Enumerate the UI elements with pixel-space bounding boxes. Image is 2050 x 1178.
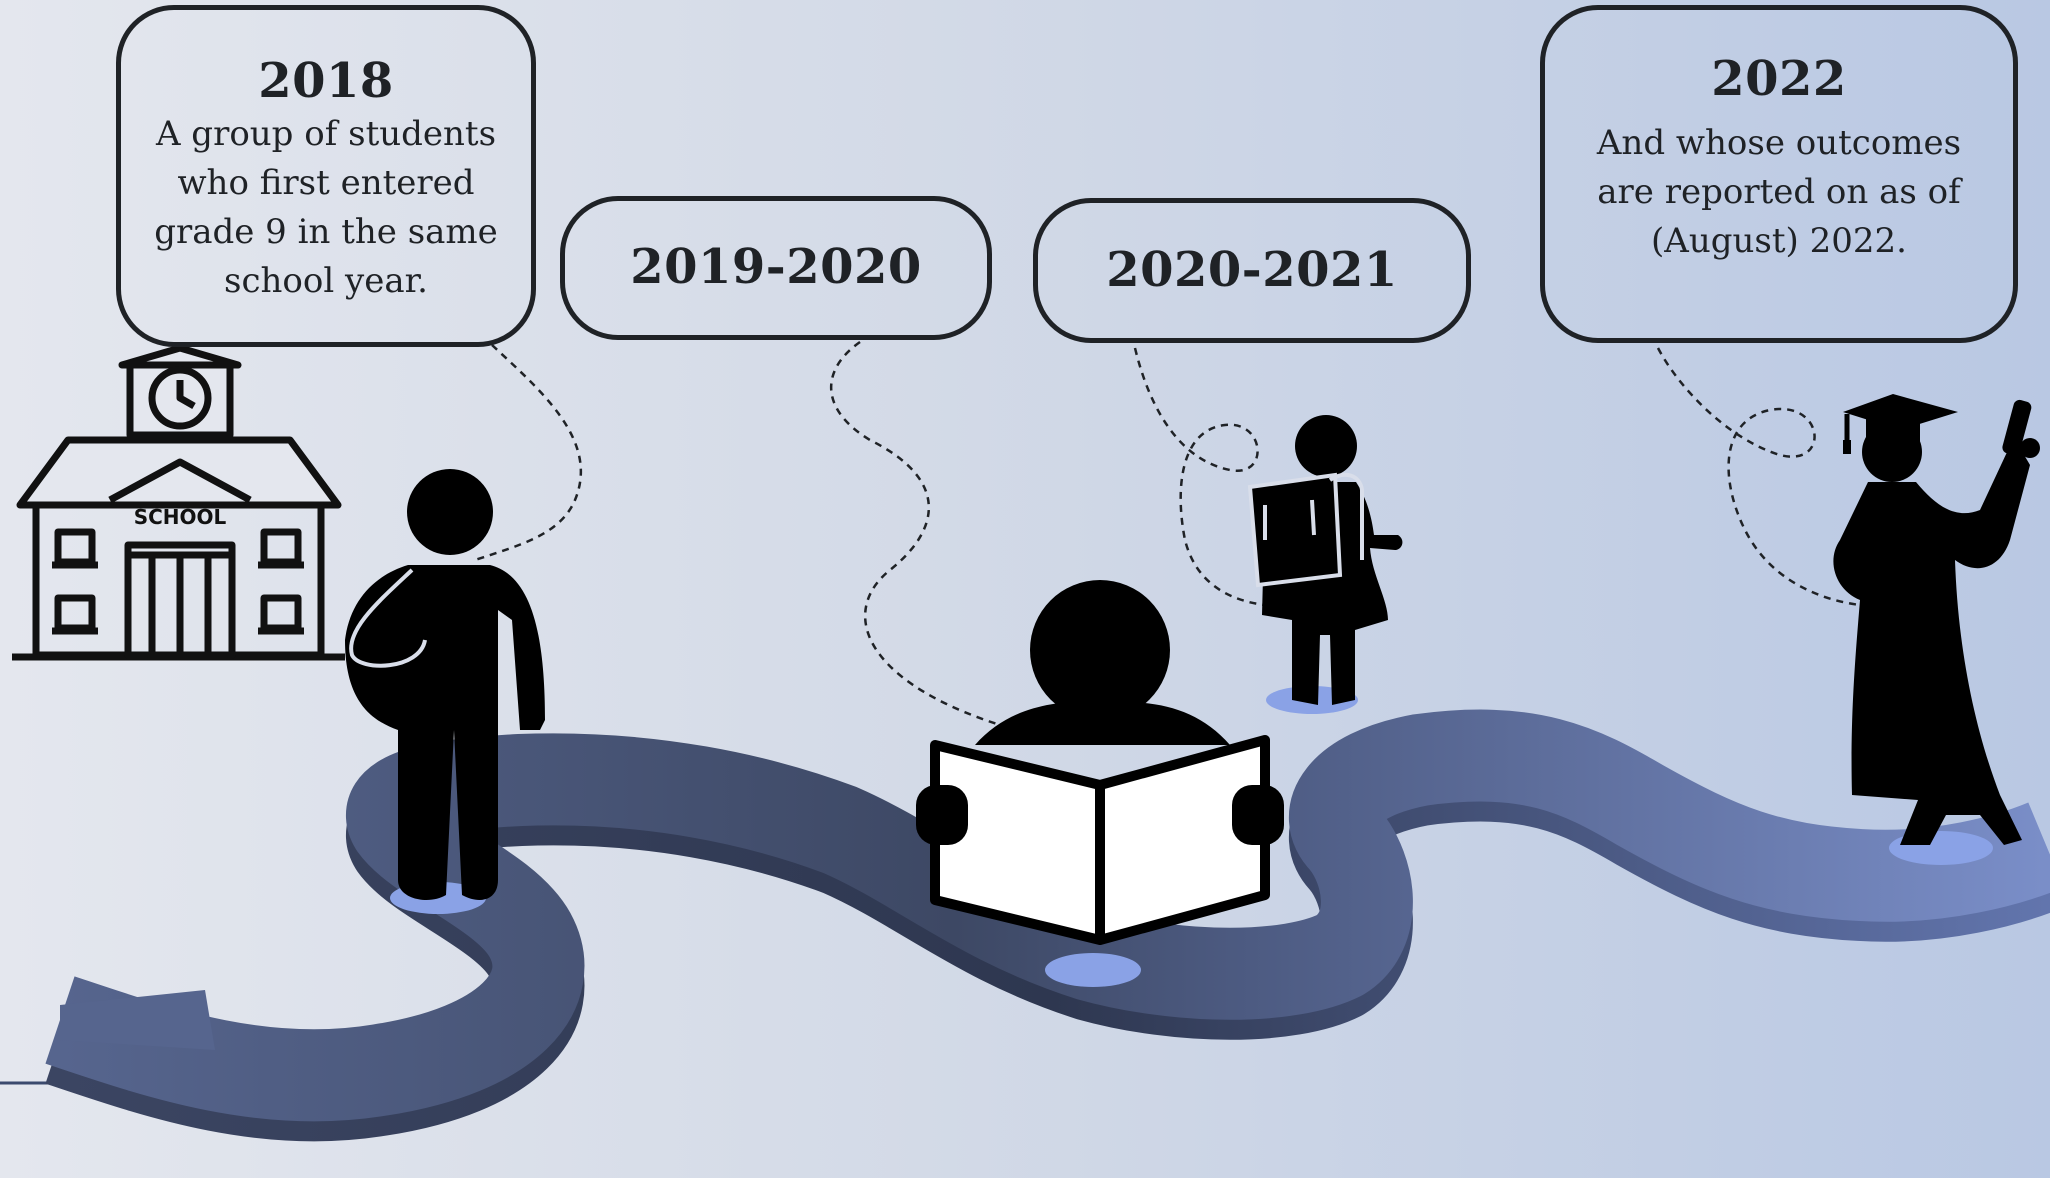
timeline-bubble-2020-2021: 2020-2021 (1033, 198, 1471, 343)
bubble-year: 2019-2020 (630, 239, 922, 296)
bubble-2020-tail (1133, 347, 1266, 607)
bubble-description: And whose outcomes are reported on as of… (1596, 123, 1962, 262)
school-sign: SCHOOL (134, 505, 227, 529)
bubble-description: A group of students who first entered gr… (154, 113, 498, 301)
student-walking-figure (345, 469, 545, 914)
bubble-2022-tail (1656, 347, 1861, 607)
road-start (60, 990, 215, 1050)
timeline-bubble-2018: 2018 A group of students who first enter… (116, 5, 536, 347)
reader-figure (916, 580, 1284, 987)
bubble-2018-tail (474, 344, 582, 562)
graduate-figure (1833, 394, 2040, 865)
timeline-bubble-2019-2020: 2019-2020 (560, 196, 992, 340)
child-with-backpack-figure (1247, 415, 1403, 714)
bubble-year: 2020-2021 (1106, 241, 1398, 298)
school-building (12, 344, 345, 661)
clock-icon (148, 366, 212, 430)
timeline-bubble-2022: 2022 And whose outcomes are reported on … (1540, 5, 2018, 343)
bubble-2019-tail (829, 340, 1001, 727)
bubble-year: 2022 (1711, 50, 1847, 107)
bubble-year: 2018 (258, 53, 394, 110)
